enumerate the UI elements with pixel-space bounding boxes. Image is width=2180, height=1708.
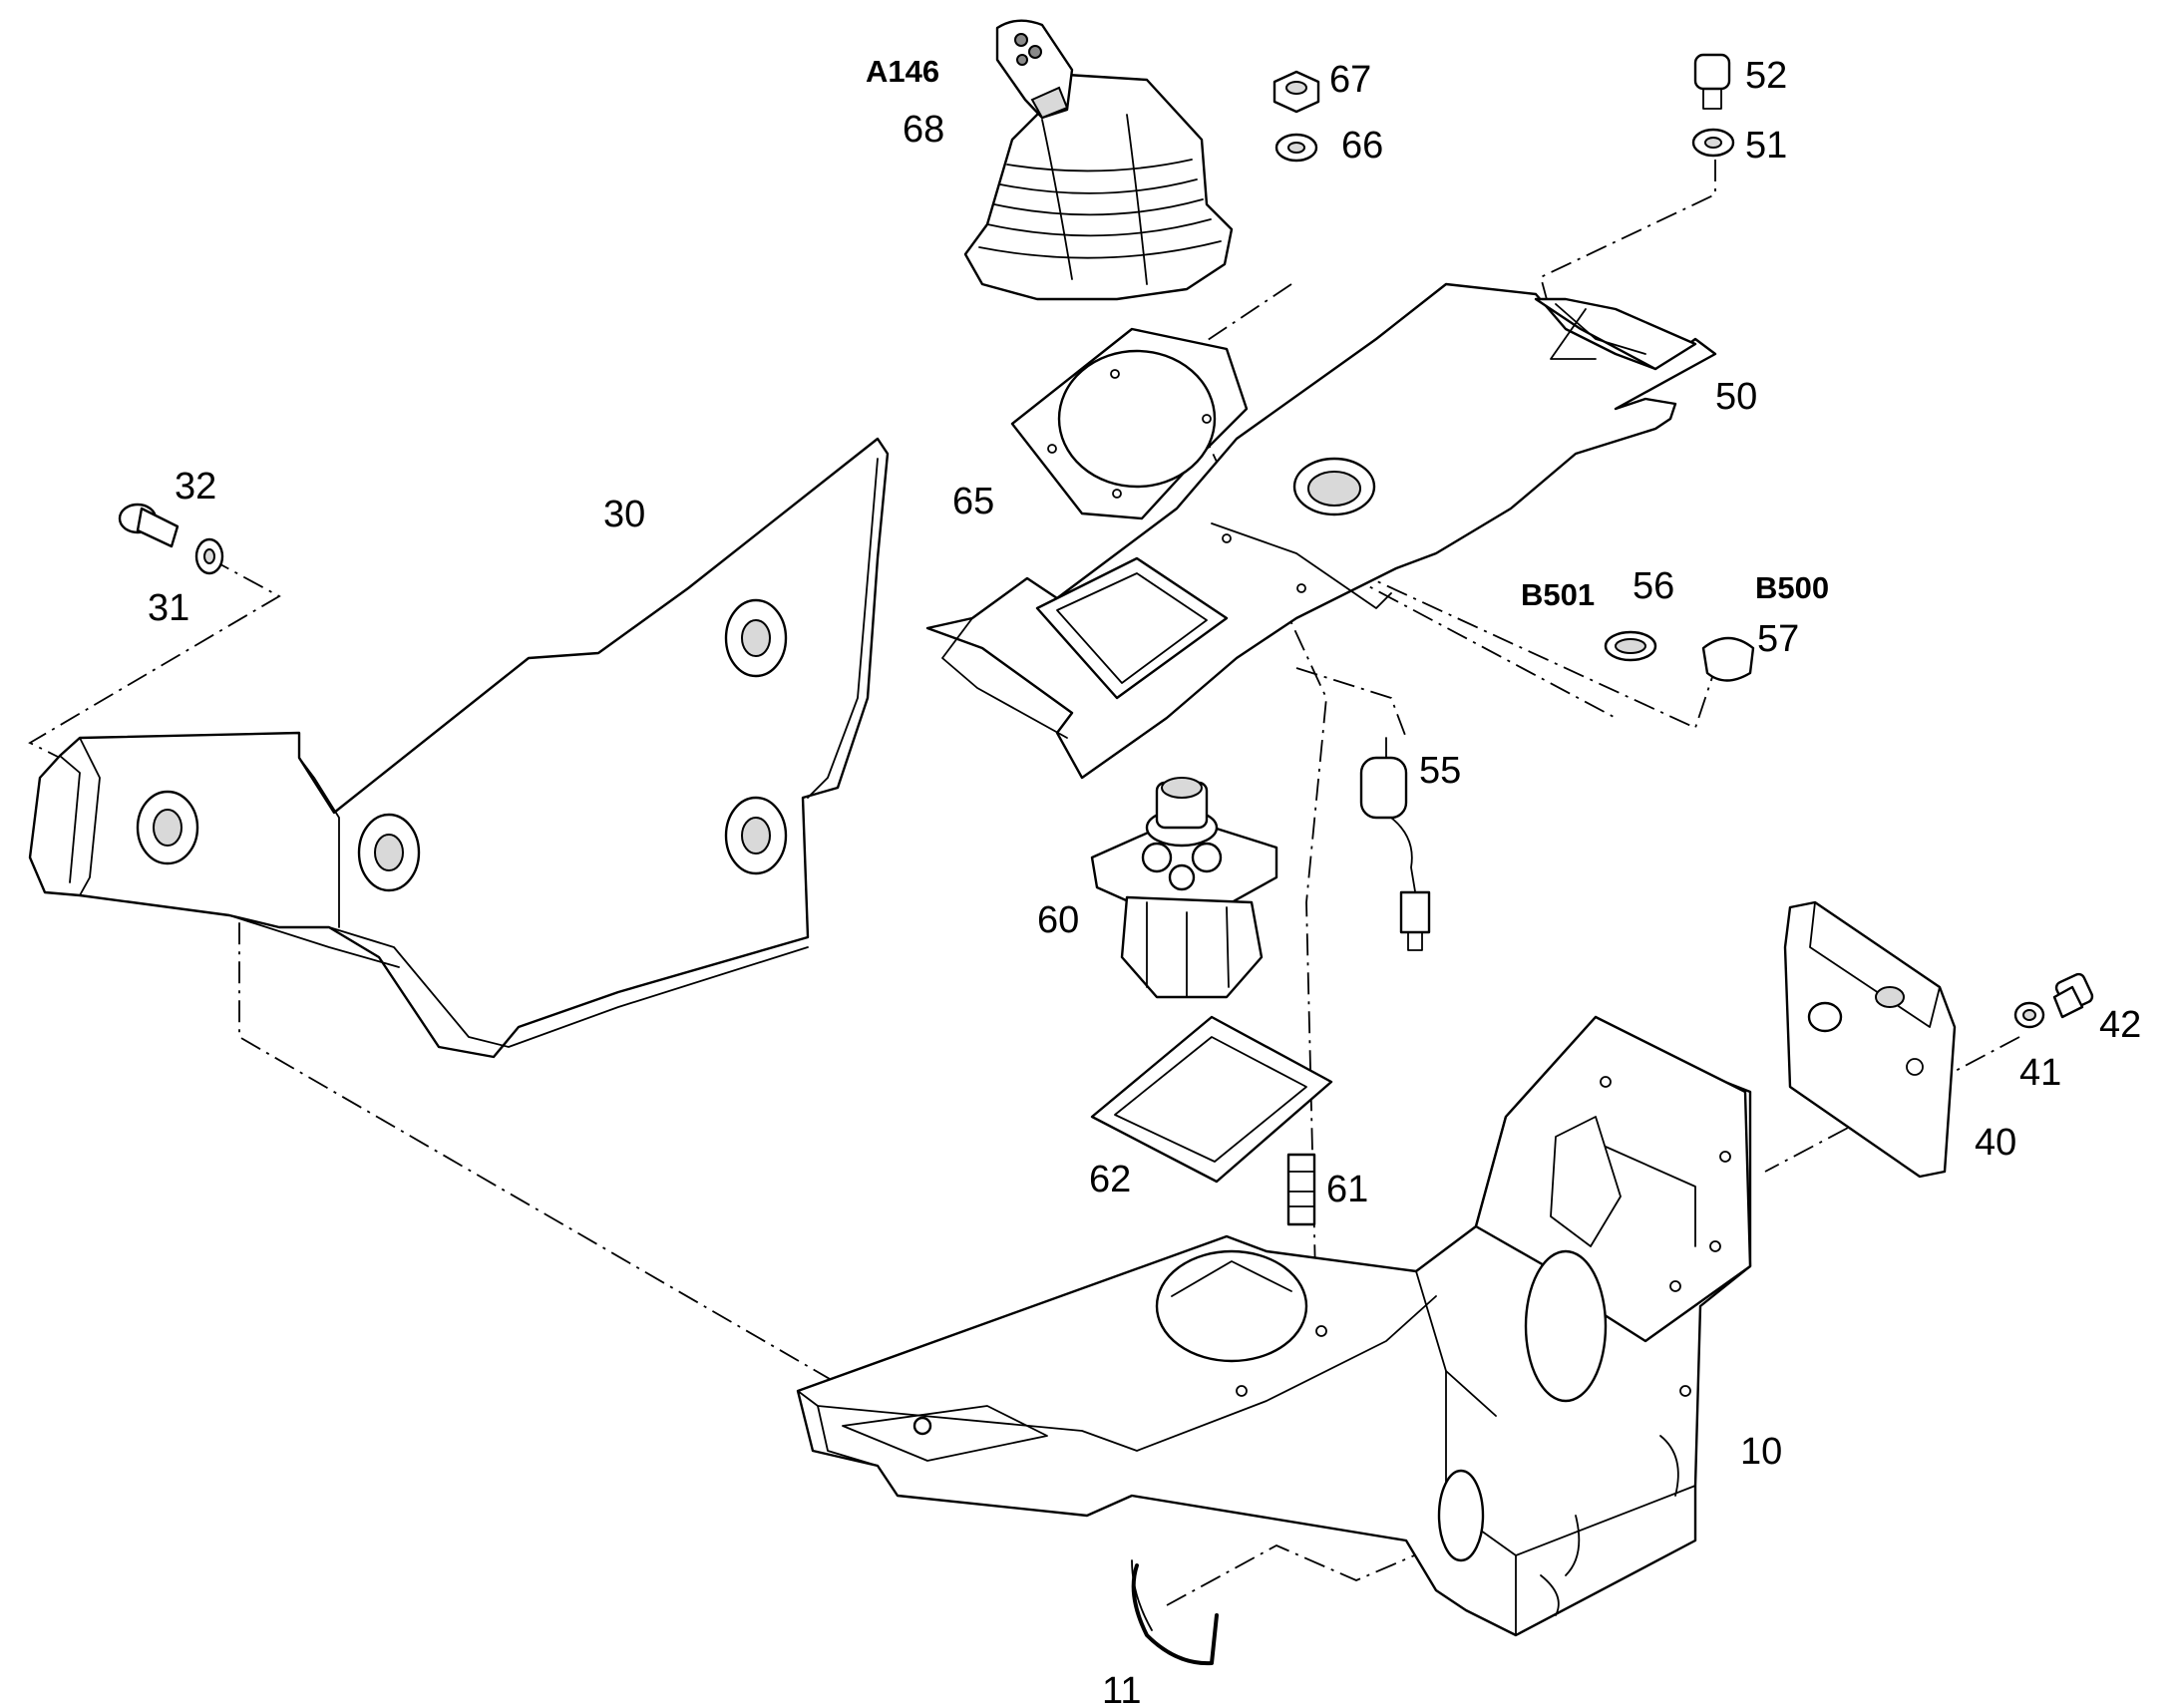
part-32-bolt <box>118 503 180 548</box>
part-61-fitting <box>1286 1153 1316 1226</box>
label-55: 55 <box>1419 750 1461 792</box>
part-11-clip <box>1131 1559 1219 1666</box>
label-62: 62 <box>1089 1159 1131 1200</box>
part-50-console-cover <box>925 282 1717 780</box>
callout-labels: A146 68 67 66 52 51 50 65 30 32 31 B501 … <box>148 54 2141 1708</box>
part-40-side-plate <box>1783 900 1957 1179</box>
part-62-gasket-frame <box>1090 1015 1333 1184</box>
label-66: 66 <box>1341 125 1383 167</box>
part-30-side-panel <box>28 437 890 1059</box>
label-60: 60 <box>1037 899 1079 941</box>
label-61: 61 <box>1326 1169 1368 1210</box>
part-67-nut <box>1272 70 1320 114</box>
part-41-washer <box>2013 1001 2045 1029</box>
label-b500: B500 <box>1755 570 1829 605</box>
part-10-main-frame <box>796 1015 1752 1637</box>
part-52-bolt <box>1693 53 1731 110</box>
assembly-leaders <box>28 160 2020 1606</box>
label-51: 51 <box>1745 125 1787 167</box>
part-55-sensor <box>1359 737 1431 951</box>
label-68: 68 <box>903 109 944 151</box>
label-50: 50 <box>1715 376 1757 418</box>
label-40: 40 <box>1975 1122 2016 1164</box>
label-42: 42 <box>2099 1004 2141 1046</box>
part-57-cap <box>1701 636 1755 682</box>
part-42-bolt <box>2052 972 2094 1019</box>
label-b501: B501 <box>1521 577 1595 612</box>
label-a146: A146 <box>866 54 939 89</box>
part-51-washer <box>1691 128 1735 158</box>
part-65-gasket <box>1010 327 1249 520</box>
label-30: 30 <box>603 494 645 535</box>
part-68-joystick-boot <box>963 19 1234 301</box>
label-10: 10 <box>1740 1431 1782 1473</box>
label-56: 56 <box>1633 565 1674 607</box>
label-52: 52 <box>1745 55 1787 97</box>
label-67: 67 <box>1329 59 1371 101</box>
part-56-cap <box>1604 630 1657 662</box>
label-11: 11 <box>1102 1670 1141 1708</box>
label-65: 65 <box>952 481 994 522</box>
label-32: 32 <box>175 466 216 508</box>
part-66-washer <box>1274 133 1318 163</box>
part-31-washer <box>194 537 224 575</box>
label-41: 41 <box>2019 1052 2061 1094</box>
part-60-pilot-valve <box>1090 777 1278 999</box>
label-57: 57 <box>1757 618 1799 660</box>
label-31: 31 <box>148 587 189 629</box>
